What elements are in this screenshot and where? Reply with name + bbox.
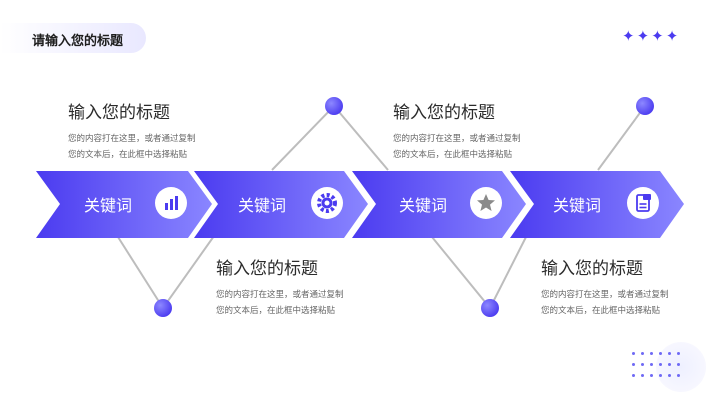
- title-pill: [0, 23, 146, 53]
- bar-chart-icon: [155, 187, 187, 219]
- node-dot-2: [325, 97, 343, 115]
- step-title: 输入您的标题: [68, 103, 170, 123]
- step-description: 您的内容打在这里，或者通过复制 您的文本后，在此框中选择粘贴: [393, 134, 521, 160]
- step-2-text: 输入您的标题 您的内容打在这里，或者通过复制 您的文本后，在此框中选择粘贴: [216, 254, 366, 319]
- keyword-label-4: 关键词: [553, 196, 602, 215]
- step-title: 输入您的标题: [216, 259, 318, 279]
- node-dot-1: [154, 299, 172, 317]
- connector-line-3: [431, 236, 527, 310]
- document-icon: [627, 187, 659, 219]
- step-description: 您的内容打在这里，或者通过复制 您的文本后，在此框中选择粘贴: [541, 290, 669, 316]
- sparkle-stars-decoration: ✦✦✦✦: [622, 27, 681, 45]
- keyword-label-1: 关键词: [84, 196, 133, 215]
- keyword-label-3: 关键词: [399, 196, 448, 215]
- step-1-text: 输入您的标题 您的内容打在这里，或者通过复制 您的文本后，在此框中选择粘贴: [68, 98, 218, 163]
- step-3-text: 输入您的标题 您的内容打在这里，或者通过复制 您的文本后，在此框中选择粘贴: [393, 98, 543, 163]
- gear-icon: [311, 187, 343, 219]
- decorative-circle: [656, 342, 706, 392]
- star-icon: [470, 187, 502, 219]
- step-title: 输入您的标题: [393, 103, 495, 123]
- node-dot-4: [636, 97, 654, 115]
- keyword-label-2: 关键词: [238, 196, 287, 215]
- connector-line-1: [117, 235, 215, 310]
- step-title: 输入您的标题: [541, 259, 643, 279]
- step-description: 您的内容打在这里，或者通过复制 您的文本后，在此框中选择粘贴: [216, 290, 344, 316]
- connector-line-2: [271, 104, 389, 171]
- node-dot-3: [481, 299, 499, 317]
- step-description: 您的内容打在这里，或者通过复制 您的文本后，在此框中选择粘贴: [68, 134, 196, 160]
- page-title: 请输入您的标题: [32, 34, 124, 49]
- step-4-text: 输入您的标题 您的内容打在这里，或者通过复制 您的文本后，在此框中选择粘贴: [541, 254, 691, 319]
- connector-line-4: [597, 105, 646, 171]
- dot-grid-decoration: [632, 352, 686, 386]
